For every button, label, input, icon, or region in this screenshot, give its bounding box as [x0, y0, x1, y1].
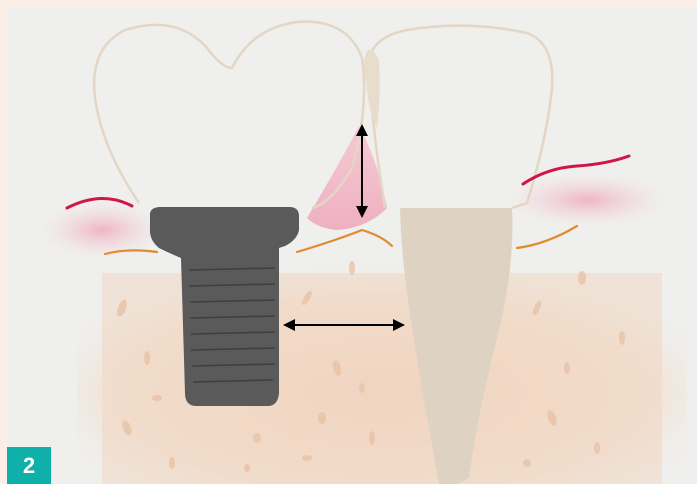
implant-illustration: [7, 8, 697, 484]
illustration-panel: [7, 8, 697, 484]
right-gum-tissue: [507, 174, 667, 226]
left-gum-tissue: [42, 202, 162, 258]
figure-number-badge: 2: [7, 447, 51, 484]
alveolar-bone: [77, 258, 687, 484]
crown-outlines: [94, 22, 552, 208]
